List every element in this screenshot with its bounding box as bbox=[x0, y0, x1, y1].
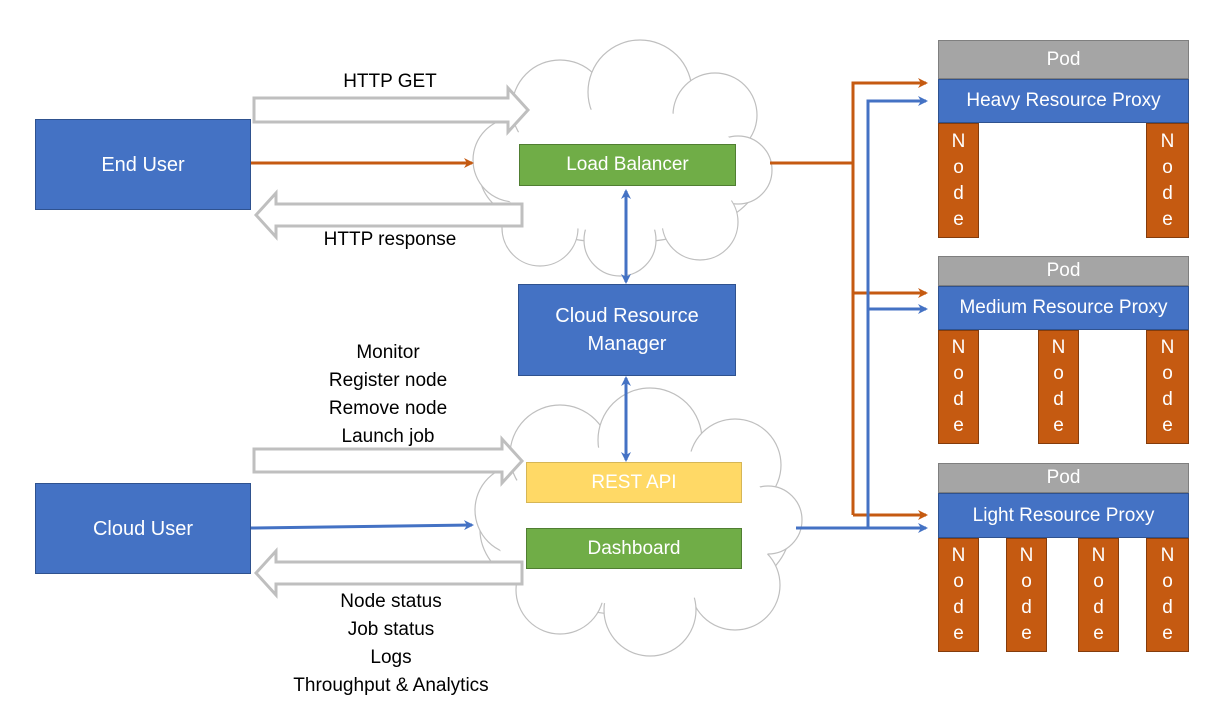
proxy-label: Medium Resource Proxy bbox=[959, 297, 1168, 318]
node-letter: d bbox=[1053, 389, 1064, 410]
node-letter: e bbox=[953, 208, 964, 230]
node-letter: d bbox=[953, 389, 964, 410]
node-letter: d bbox=[1093, 597, 1104, 618]
cloud-user-request-arrow bbox=[250, 520, 474, 531]
pod-label: Pod bbox=[1046, 467, 1081, 488]
load-balancer-label: Load Balancer bbox=[566, 154, 689, 175]
dashboard-label: Dashboard bbox=[587, 537, 681, 559]
node-letter: o bbox=[1162, 571, 1173, 592]
node-letter: N bbox=[951, 337, 966, 358]
proxy-label: Light Resource Proxy bbox=[972, 504, 1155, 526]
node-letter: d bbox=[1162, 597, 1173, 618]
heavy-resource-proxy: Heavy Resource Proxy bbox=[938, 79, 1189, 123]
crm-label-line-2: Manager bbox=[587, 333, 667, 355]
node-letter: N bbox=[1160, 337, 1175, 358]
proxy-label: Heavy Resource Proxy bbox=[966, 90, 1161, 111]
rest-api-box: REST API bbox=[526, 462, 742, 503]
node-letter: o bbox=[1021, 571, 1032, 592]
node-box: N o d e bbox=[1078, 538, 1119, 652]
end-user-box: End User bbox=[35, 119, 251, 210]
pod-label: Pod bbox=[1046, 48, 1081, 70]
requests-arrow bbox=[252, 435, 525, 487]
node-letter: N bbox=[1160, 545, 1175, 566]
node-box: N o d e bbox=[938, 123, 979, 238]
light-resource-proxy: Light Resource Proxy bbox=[938, 493, 1189, 538]
node-box: N o d e bbox=[1006, 538, 1047, 652]
node-letter: N bbox=[951, 545, 966, 566]
node-letter: N bbox=[1019, 545, 1034, 566]
http-response-label: HTTP response bbox=[323, 229, 457, 250]
lb-to-proxies-connector bbox=[770, 78, 928, 520]
pod-heavy-header: Pod bbox=[938, 40, 1189, 79]
pod-label: Pod bbox=[1046, 260, 1081, 281]
rest-api-label: REST API bbox=[591, 471, 677, 493]
node-letter: o bbox=[1053, 363, 1064, 384]
response-item: Node status bbox=[340, 591, 442, 612]
node-letter: e bbox=[953, 415, 964, 436]
node-letter: o bbox=[953, 363, 964, 384]
pod-light-header: Pod bbox=[938, 463, 1189, 493]
node-letter: o bbox=[953, 571, 964, 592]
response-list: Node status Job status Logs Throughput &… bbox=[266, 588, 516, 700]
node-letter: e bbox=[1093, 623, 1104, 644]
node-letter: e bbox=[1021, 623, 1032, 644]
node-letter: d bbox=[1162, 389, 1173, 410]
http-response-arrow bbox=[253, 189, 524, 241]
node-letter: o bbox=[1162, 156, 1173, 178]
response-item: Job status bbox=[347, 619, 435, 640]
node-letter: e bbox=[953, 623, 964, 644]
end-user-label: End User bbox=[101, 153, 185, 176]
request-item: Remove node bbox=[328, 398, 448, 419]
node-box: N o d e bbox=[1038, 330, 1079, 444]
request-list: Monitor Register node Remove node Launch… bbox=[288, 339, 488, 451]
response-item: Throughput & Analytics bbox=[293, 675, 489, 696]
http-get-label: HTTP GET bbox=[343, 71, 437, 92]
node-letter: e bbox=[1162, 623, 1173, 644]
cloud-user-label: Cloud User bbox=[92, 517, 194, 540]
cloud-resource-manager-box: Cloud Resource Manager bbox=[518, 284, 736, 376]
responses-arrow bbox=[253, 547, 524, 599]
dashboard-box: Dashboard bbox=[526, 528, 742, 569]
load-balancer-box: Load Balancer bbox=[519, 144, 736, 186]
node-letter: d bbox=[953, 597, 964, 618]
node-letter: d bbox=[1021, 597, 1032, 618]
node-box: N o d e bbox=[1146, 538, 1189, 652]
medium-resource-proxy: Medium Resource Proxy bbox=[938, 286, 1189, 330]
node-box: N o d e bbox=[938, 538, 979, 652]
node-letter: o bbox=[1093, 571, 1104, 592]
request-item: Monitor bbox=[356, 342, 420, 363]
node-letter: e bbox=[1162, 208, 1173, 230]
node-letter: d bbox=[953, 182, 964, 204]
node-box: N o d e bbox=[1146, 123, 1189, 238]
dashboard-to-proxies-connector bbox=[796, 96, 928, 533]
node-letter: N bbox=[1051, 337, 1066, 358]
node-letter: o bbox=[1162, 363, 1173, 384]
request-item: Register node bbox=[328, 370, 448, 391]
crm-label-line-1: Cloud Resource bbox=[555, 305, 699, 327]
node-letter: N bbox=[1091, 545, 1106, 566]
node-box: N o d e bbox=[938, 330, 979, 444]
request-item: Launch job bbox=[341, 426, 435, 447]
response-item: Logs bbox=[370, 647, 412, 668]
node-letter: e bbox=[1162, 415, 1173, 436]
cloud-user-box: Cloud User bbox=[35, 483, 251, 574]
http-get-arrow bbox=[252, 84, 531, 136]
node-letter: N bbox=[1160, 130, 1175, 152]
node-letter: e bbox=[1053, 415, 1064, 436]
pod-medium-header: Pod bbox=[938, 256, 1189, 286]
node-letter: d bbox=[1162, 182, 1173, 204]
node-box: N o d e bbox=[1146, 330, 1189, 444]
node-letter: N bbox=[951, 130, 966, 152]
node-letter: o bbox=[953, 156, 964, 178]
